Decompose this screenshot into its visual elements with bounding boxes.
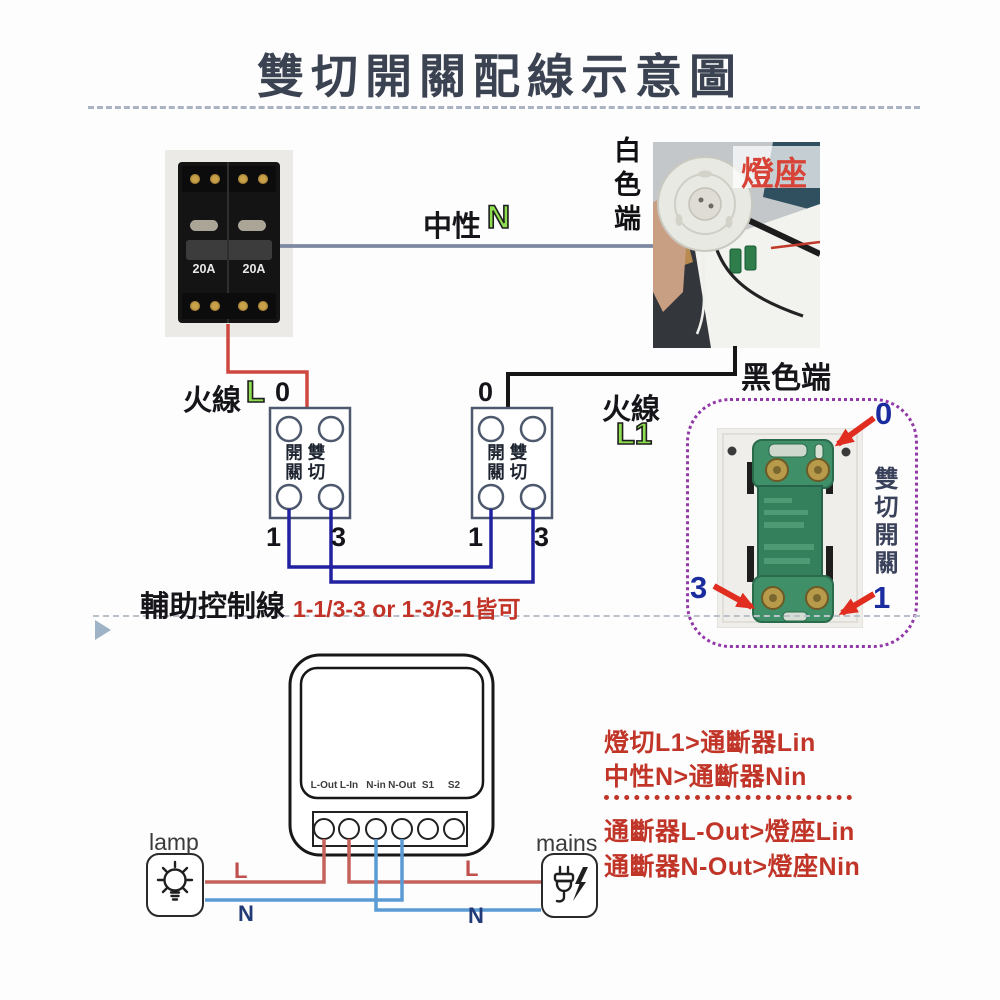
middle-dashed-divider <box>93 615 920 617</box>
left-switch-col-kaiguan: 開關 <box>283 443 304 482</box>
green-switch-terminal-3-label: 3 <box>690 570 708 605</box>
mains-side-n-label: N <box>468 903 484 928</box>
wire-lin-to-mains <box>347 839 541 884</box>
breaker-top-terminals <box>182 166 276 192</box>
module-terminal-circle-l-out <box>313 818 335 840</box>
lamp-side-l-label: L <box>234 858 248 883</box>
green-switch-terminal-1-label: 1 <box>873 580 891 615</box>
double-switch-photo-frame <box>686 398 918 648</box>
breaker-rating-left: 20A <box>192 262 216 276</box>
instruction-dotted-divider <box>604 795 852 800</box>
aux-wire-3-3 <box>329 509 535 584</box>
section-arrow-marker <box>95 620 111 640</box>
lamp-label: lamp <box>149 829 199 855</box>
double-switch-photo <box>716 427 864 629</box>
breaker-pole-divider <box>227 162 229 323</box>
aux-control-note: 1-1/3-3 or 1-3/3-1皆可 <box>293 596 521 622</box>
mains-side-l-label: L <box>465 856 479 881</box>
module-terminal-circle-l-in <box>338 818 360 840</box>
breaker-body: 20A 20A <box>178 162 280 323</box>
module-terminal-circle-s1 <box>417 818 439 840</box>
left-switch-terminal-3-label: 3 <box>331 522 347 552</box>
module-terminal-circle-n-in <box>365 818 387 840</box>
breaker-rating-label-plate <box>238 220 266 231</box>
green-switch-terminal-0-label: 0 <box>875 396 893 431</box>
side-clip <box>747 462 754 494</box>
black-cable <box>746 217 822 257</box>
instruction-line-3: 通斷器L-Out>燈座Lin <box>604 818 855 846</box>
white-end-label: 白色端 <box>610 136 640 238</box>
terminal-0-slot <box>814 443 824 460</box>
plate-screw-hole <box>841 447 851 457</box>
top-dashed-divider <box>88 106 920 109</box>
lamp-icon <box>146 853 204 917</box>
left-switch-col-shuangqie: 雙切 <box>306 443 326 482</box>
module-terminal-n-out: N-Out <box>388 780 416 791</box>
red-wire-photo <box>770 240 821 250</box>
plug-icon <box>553 865 588 903</box>
right-switch-col-kaiguan: 開關 <box>485 443 506 482</box>
instruction-line-2: 中性N>通斷器Nin <box>604 763 807 791</box>
right-switch-terminal-3-label: 3 <box>534 522 550 552</box>
double-switch-vertical-label: 雙切開關 <box>870 466 897 578</box>
right-switch-terminal-1-label: 1 <box>468 522 484 552</box>
terminal-block <box>744 245 757 271</box>
module-terminal-l-out: L-Out <box>310 780 338 791</box>
module-terminal-circle-n-out <box>391 818 413 840</box>
breaker-bottom-terminals <box>182 293 276 319</box>
module-terminal-l-in: L-In <box>339 780 359 791</box>
bulb-icon <box>156 860 194 901</box>
module-terminal-s1: S1 <box>421 780 435 791</box>
module-terminal-n-in: N-in <box>366 780 386 791</box>
left-switch-terminal-1-label: 1 <box>266 522 282 552</box>
black-end-label: 黑色端 <box>741 362 831 395</box>
module-terminal-s2: S2 <box>447 780 461 791</box>
terminal-block <box>729 248 742 274</box>
circuit-breaker-photo: 20A 20A <box>165 150 293 337</box>
mains-label: mains <box>536 830 598 856</box>
aux-control-label: 輔助控制線 <box>140 591 286 623</box>
neutral-label: 中性 <box>423 211 482 243</box>
lamp-side-n-label: N <box>238 901 254 926</box>
breaker-rating-label-plate <box>190 220 218 231</box>
side-clip <box>826 546 833 582</box>
bolt-glyph <box>573 867 588 901</box>
smart-module <box>288 653 495 857</box>
breaker-handle <box>186 240 272 260</box>
double-switch-photo-art <box>716 427 864 629</box>
neutral-letter-n: N <box>486 198 511 236</box>
plate-screw-hole <box>727 446 737 456</box>
lamp-holder-photo-art <box>653 142 822 348</box>
module-terminal-circle-s2 <box>443 818 465 840</box>
side-clip <box>747 546 754 582</box>
instruction-line-1: 燈切L1>通斷器Lin <box>604 729 816 757</box>
wire-lout-to-lamp <box>205 839 326 884</box>
top-slot <box>768 443 808 458</box>
label-backplate <box>733 146 820 188</box>
wire-nin-to-mains <box>374 839 541 912</box>
live-letter-l: L <box>245 373 266 410</box>
left-switch-terminal-0-label: 0 <box>275 377 291 407</box>
lamp-holder-photo <box>653 142 822 348</box>
aux-wire-1-1 <box>287 509 493 569</box>
right-switch-col-shuangqie: 雙切 <box>508 443 528 482</box>
lamp-holder-label: 燈座 <box>741 155 807 192</box>
right-switch-text: 開關 雙切 <box>485 443 529 482</box>
live-letter-l1: L1 <box>615 415 653 452</box>
live-wire-left-label: 火線 <box>183 385 242 417</box>
instruction-line-4: 通斷器N-Out>燈座Nin <box>604 853 861 881</box>
module-terminal-strip <box>312 811 468 847</box>
left-switch-text: 開關 雙切 <box>283 443 327 482</box>
right-switch-terminal-0-label: 0 <box>478 377 494 407</box>
breaker-rating-right: 20A <box>242 262 266 276</box>
page-title: 雙切開關配線示意圖 <box>257 52 743 104</box>
mains-icon <box>541 853 598 918</box>
